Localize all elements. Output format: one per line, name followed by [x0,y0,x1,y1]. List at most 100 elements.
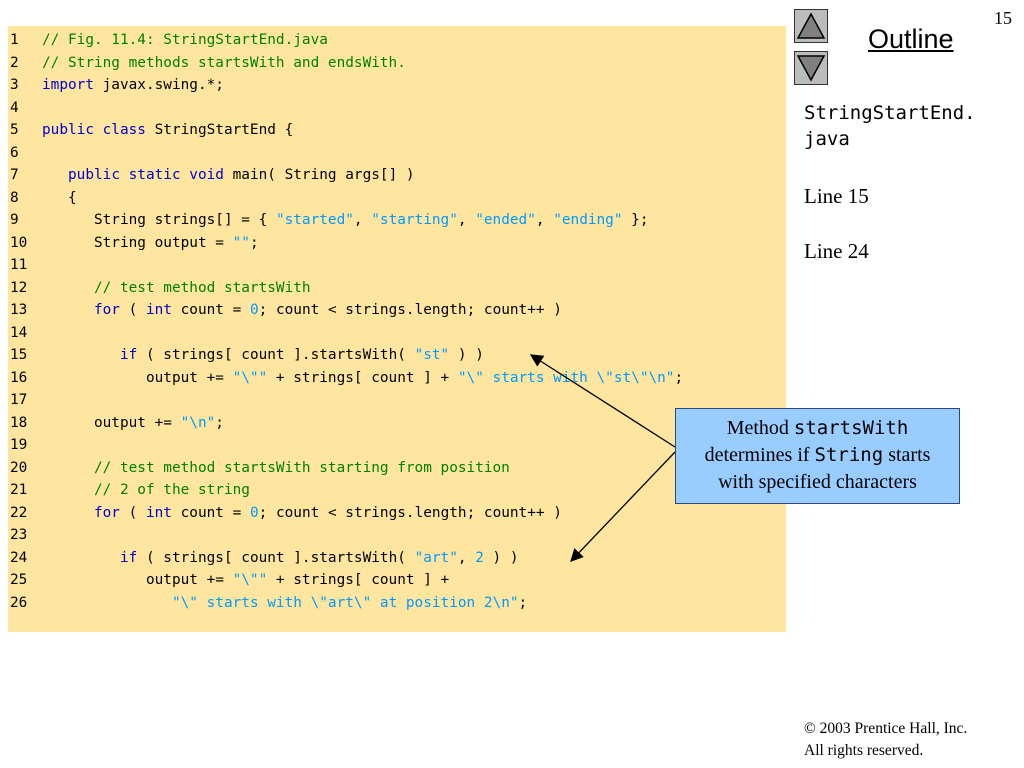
code-line: 23 [8,524,42,546]
code-token-plain: ; [674,369,684,386]
code-token-comment: // String methods startsWith and endsWit… [42,54,406,71]
code-line: 18 output += "\n"; [8,412,224,434]
callout-text: Method [726,417,794,439]
line-number: 21 [10,482,28,498]
callout-text: starts [883,444,931,466]
code-line: 26 "\" starts with \"art\" at position 2… [8,592,527,614]
code-token-string: "art" [414,549,458,566]
triangle-down-icon [796,55,826,82]
triangle-up-icon [796,12,826,39]
code-token-string: "\"" [232,572,268,588]
previous-slide-button[interactable] [794,9,828,43]
copyright-line-1: © 2003 Prentice Hall, Inc. [804,720,968,737]
line-number: 4 [10,99,19,116]
code-token-plain [42,302,94,318]
code-token-plain [42,167,68,183]
code-token-string: "\n" [180,414,216,431]
code-token-plain: ( strings[ count ].startsWith( [137,549,415,566]
code-token-keyword: import [42,77,94,93]
callout-code: String [814,444,884,466]
line-reference-24: Line 24 [804,239,869,263]
code-line: 16 output += "\"" + strings[ count ] + "… [8,367,683,389]
code-token-plain: ; count < strings.length; count++ ) [258,302,562,318]
line-number: 26 [10,594,28,611]
code-token-plain: ; [249,234,259,251]
code-line: 6 [8,142,42,164]
line-number: 3 [10,77,19,93]
code-token-plain [42,595,172,611]
code-token-string: "starting" [371,212,458,228]
line-number: 18 [10,414,28,431]
code-line: 8 { [8,187,77,209]
line-number: 20 [10,459,28,476]
copyright-notice: © 2003 Prentice Hall, Inc. All rights re… [804,718,967,762]
callout-text: determines if [704,444,815,466]
code-line: 14 [8,322,42,344]
code-line: 13 for ( int count = 0; count < strings.… [8,299,562,321]
line-number: 7 [10,167,19,183]
code-token-plain: count = [171,302,250,318]
line-number: 8 [10,189,19,206]
code-token-comment: // test method startsWith [42,279,311,296]
code-token-comment: // test method startsWith starting from … [42,459,510,476]
code-line: 9 String strings[] = { "started", "start… [8,209,649,231]
line-number: 13 [10,302,28,318]
code-line: 21 // 2 of the string [8,479,250,501]
code-token-number: 0 [249,302,259,318]
code-line: 22 for ( int count = 0; count < strings.… [8,502,562,524]
code-token-plain: count = [171,504,250,521]
copyright-line-2: All rights reserved. [804,742,924,759]
code-token-keyword: if [119,549,138,566]
line-number: 11 [10,257,28,273]
code-token-plain: , [457,212,476,228]
code-token-plain: output += [42,369,233,386]
next-slide-button[interactable] [794,51,828,85]
slide-number: 15 [994,8,1012,28]
code-token-number: 2 [475,549,484,566]
code-line: 7 public static void main( String args[]… [8,164,415,186]
line-number: 19 [10,437,28,453]
callout-code: startsWith [793,417,909,439]
code-line: 25 output += "\"" + strings[ count ] + [8,569,449,591]
line-number: 24 [10,549,28,566]
code-line: 3 import javax.swing.*; [8,74,224,96]
line-reference-15: Line 15 [804,184,869,208]
code-token-plain: }; [622,212,649,228]
callout-line-3: with specified characters [718,471,917,493]
code-token-keyword: public class [42,122,146,138]
code-token-plain: ; count < strings.length; count++ ) [258,504,562,521]
code-token-plain [42,347,120,363]
code-token-comment: // Fig. 11.4: StringStartEnd.java [42,32,328,48]
code-line: 15 if ( strings[ count ].startsWith( "st… [8,344,484,366]
code-token-keyword: int [145,504,172,521]
line-number: 10 [10,234,28,251]
code-token-plain: javax.swing.*; [93,77,224,93]
code-token-string: "started" [275,212,354,228]
code-token-string: "st" [414,347,450,363]
code-token-plain: output += [42,572,233,588]
line-number: 2 [10,54,19,71]
code-line: 2 // String methods startsWith and endsWi… [8,52,406,74]
line-number: 25 [10,572,28,588]
line-number: 14 [10,324,28,341]
line-number: 16 [10,369,28,386]
code-token-string: "ended" [475,212,536,228]
callout-line-2: determines if String starts [676,442,959,469]
code-token-plain: main( String args[] ) [223,167,415,183]
line-number: 9 [10,212,19,228]
code-token-plain: ; [518,594,528,611]
code-token-comment: // 2 of the string [42,482,250,498]
code-line: 12 // test method startsWith [8,277,311,299]
code-token-keyword: if [119,347,138,363]
code-token-string: "\"" [232,369,268,386]
callout-line-1: Method startsWith [676,415,959,442]
line-number: 22 [10,504,28,521]
code-token-plain: output += [42,414,181,431]
line-number: 6 [10,144,19,161]
line-number: 5 [10,122,19,138]
code-line: 24 if ( strings[ count ].startsWith( "ar… [8,547,519,569]
outline-link[interactable]: Outline [868,24,954,54]
line-number: 17 [10,392,28,408]
